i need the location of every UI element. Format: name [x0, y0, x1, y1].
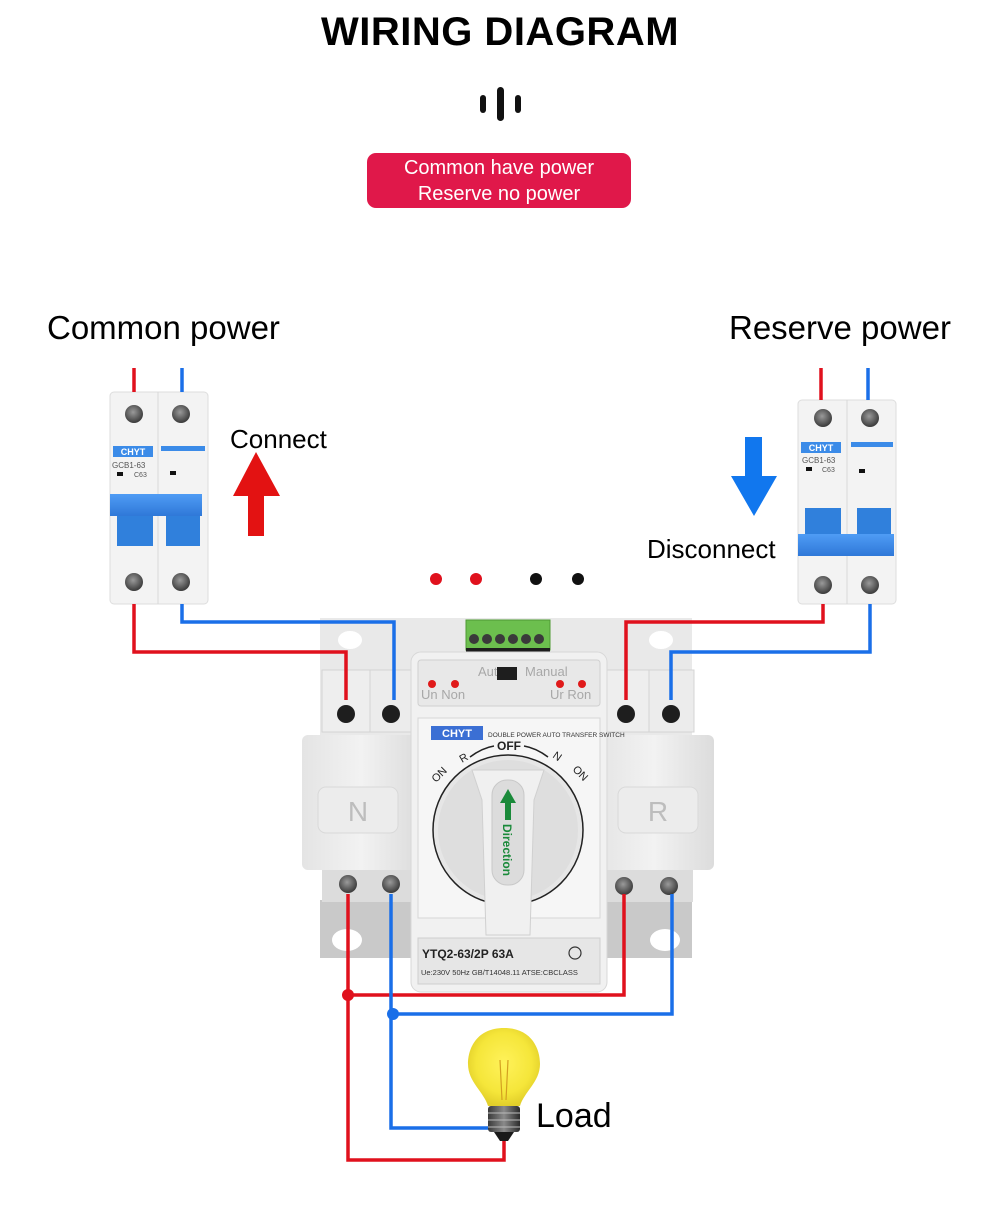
breaker-brand: CHYT [809, 443, 834, 453]
junction-dot [387, 1008, 399, 1020]
ats-switch: N R Auto Manual Un Non Ur Ron CHY [302, 618, 714, 993]
side-label-n: N [348, 796, 368, 827]
light-bulb-icon [468, 1028, 540, 1141]
breaker-model: GCB1-63 [802, 456, 836, 465]
breaker-rating: C63 [822, 467, 835, 474]
breaker-brand: CHYT [121, 447, 146, 457]
breaker-brand-logo [801, 442, 841, 453]
rotary-dial[interactable] [432, 754, 584, 906]
status-badge: Common have power Reserve no power [367, 153, 631, 208]
indicator-led [428, 680, 436, 688]
dial-r-label: R [458, 751, 471, 765]
ccc-mark-icon [568, 946, 582, 960]
connect-label: Connect [230, 424, 327, 454]
indicator-right-label: Ur Ron [550, 687, 591, 702]
common-power-label: Common power [47, 309, 280, 346]
common-breaker: CHYT GCB1-63 C63 [109, 391, 209, 605]
dial-on-left-label: ON [430, 765, 450, 785]
wires [132, 368, 872, 1162]
ats-model: YTQ2-63/2P 63A [422, 947, 514, 961]
mode-auto-label: Auto [478, 664, 505, 679]
status-line-common: Common have power [403, 157, 595, 179]
ats-brand-logo [431, 726, 483, 740]
mode-manual-label: Manual [525, 664, 568, 679]
breaker-brand-logo [113, 446, 153, 457]
divider-icon [480, 87, 521, 121]
indicator-led [578, 680, 586, 688]
status-line-reserve: Reserve no power [417, 183, 581, 205]
breaker-handle-on[interactable] [110, 494, 202, 516]
dial-handle[interactable] [471, 769, 545, 936]
reserve-breaker: CHYT GCB1-63 C63 [797, 399, 897, 605]
ats-product-name: DOUBLE POWER AUTO TRANSFER SWITCH [488, 732, 625, 739]
indicator-led [556, 680, 564, 688]
disconnect-label: Disconnect [647, 534, 776, 564]
wire-color-dots [430, 573, 584, 585]
dial-n-label: N [550, 750, 563, 764]
breaker-model: GCB1-63 [112, 461, 146, 470]
direction-label: Direction [500, 824, 514, 876]
indicator-led [451, 680, 459, 688]
direction-arrow-icon [500, 789, 516, 820]
side-label-r: R [648, 796, 668, 827]
arrow-down-icon [731, 437, 777, 516]
indicator-left-label: Un Non [421, 687, 465, 702]
breaker-handle-off[interactable] [798, 534, 894, 556]
load-label: Load [536, 1097, 612, 1135]
breaker-rating: C63 [134, 472, 147, 479]
dial-off-label: OFF [497, 739, 521, 753]
junction-dot [342, 989, 354, 1001]
arrow-up-icon [233, 452, 280, 536]
page-title: WIRING DIAGRAM [320, 10, 680, 54]
ats-brand-text: CHYT [442, 728, 472, 740]
dial-on-right-label: ON [570, 764, 590, 784]
mode-switch[interactable] [497, 667, 517, 680]
ats-spec: Ue:230V 50Hz GB/T14048.11 ATSE:CBCLASS [421, 968, 578, 977]
reserve-power-label: Reserve power [729, 309, 951, 346]
